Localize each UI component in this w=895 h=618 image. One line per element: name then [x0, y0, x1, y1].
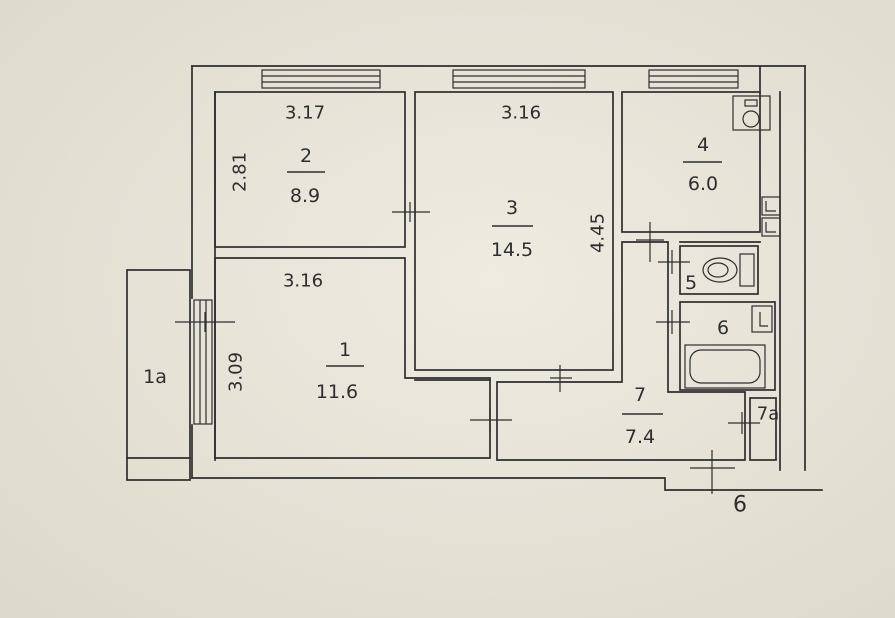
room-outlines [126, 91, 777, 481]
ventilation-shafts [761, 196, 781, 237]
door-marks-part-8 [690, 450, 735, 494]
room-3-width-dim: 3.16 [501, 103, 541, 124]
top-windows-part-6 [649, 75, 738, 83]
kitchen-stove-part-3 [744, 99, 758, 107]
door-marks [392, 202, 760, 494]
toilet-fixture-part-3 [707, 262, 729, 278]
door-marks-part-6 [656, 310, 690, 334]
door-marks-part-3 [470, 408, 512, 432]
room-3-outline [414, 91, 614, 371]
room-5-number: 5 [685, 272, 697, 294]
toilet-fixture-part-1 [739, 253, 755, 287]
toilet-fixture-part-2 [702, 257, 738, 283]
room-1a-number: 1а [143, 366, 167, 388]
top-windows-part-5 [648, 69, 739, 89]
kitchen-stove-part-1 [732, 95, 771, 131]
kitchen-stove-part-2 [742, 110, 760, 128]
room-5-outline [679, 245, 759, 295]
door-marks-part-4 [636, 222, 664, 262]
room-7a-outline [749, 397, 777, 461]
bathtub-fixture-part-1 [684, 344, 766, 389]
room-1-number: 1 [339, 339, 351, 361]
room-2-length-dim: 2.81 [230, 152, 251, 192]
room-1-length-dim: 3.09 [226, 352, 247, 392]
toilet-fixture [702, 253, 755, 287]
top-windows-part-1 [261, 69, 381, 89]
room-2-outline [214, 91, 406, 248]
door-marks-part-2 [550, 365, 572, 392]
room-1a-outline [126, 269, 191, 481]
ventilation-shafts-part-1 [761, 196, 781, 216]
room-7-number: 7 [634, 384, 646, 406]
washbasin-fixture-part-2 [759, 312, 768, 327]
door-marks-part-1 [392, 202, 430, 222]
washbasin-fixture [751, 305, 773, 333]
outer-walls-part-4 [191, 477, 823, 491]
room-4-number: 4 [697, 134, 709, 156]
room-4-area: 6.0 [688, 173, 718, 195]
room-6-number: 6 [717, 317, 729, 339]
door-marks-part-5 [658, 250, 690, 274]
door-marks-part-7 [728, 412, 760, 434]
bathtub-fixture-part-2 [689, 349, 761, 384]
room-7-outline [496, 241, 746, 461]
ventilation-shafts-part-3 [765, 201, 776, 233]
bathtub-fixture [684, 344, 766, 389]
balcony-door-part-1 [193, 299, 213, 425]
top-windows-part-2 [262, 75, 380, 83]
room-7-area: 7.4 [625, 426, 655, 448]
room-1-area: 11.6 [316, 381, 358, 403]
room-1-outline [214, 257, 491, 459]
room-3-number: 3 [506, 197, 518, 219]
room-2-area: 8.9 [290, 185, 320, 207]
room-6-outline [679, 301, 776, 391]
room-3-area: 14.5 [491, 239, 533, 261]
entrance-label: 6 [733, 493, 747, 518]
balcony-door-part-2 [199, 300, 207, 424]
top-windows-part-3 [452, 69, 586, 89]
room-1-width-dim: 3.16 [283, 271, 323, 292]
room-2-number: 2 [300, 145, 312, 167]
top-windows [261, 69, 739, 89]
room-3-length-dim: 4.45 [588, 213, 609, 253]
room-2-width-dim: 3.17 [285, 103, 325, 124]
washbasin-fixture-part-1 [751, 305, 773, 333]
ventilation-shafts-part-2 [761, 217, 781, 237]
room-4-outline [621, 91, 761, 233]
room-7a-number: 7а [757, 404, 779, 425]
top-windows-part-4 [453, 75, 585, 83]
balcony-door [175, 299, 235, 425]
kitchen-stove [732, 95, 771, 131]
